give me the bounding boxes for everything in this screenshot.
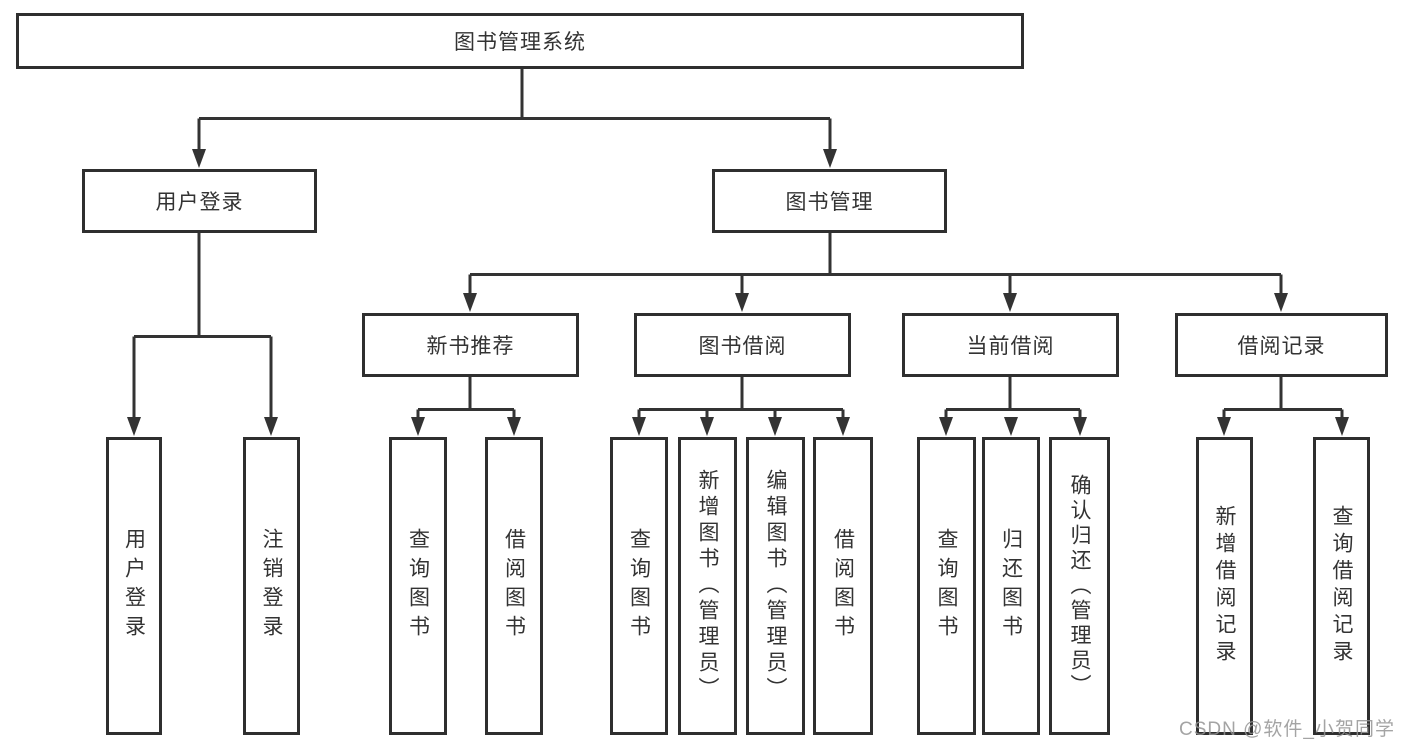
leaf-add-borrow-record: 新增借阅记录 [1196, 437, 1253, 735]
leaf-return-books: 归还图书 [982, 437, 1040, 735]
leaf-query-books-current: 查询图书 [917, 437, 976, 735]
leaf-add-books-admin: 新增图书（管理员） [678, 437, 737, 735]
leaf-query-borrow-record-label: 查询借阅记录 [1330, 505, 1353, 667]
leaf-edit-books-admin: 编辑图书（管理员） [746, 437, 805, 735]
leaf-add-borrow-record-label: 新增借阅记录 [1213, 505, 1236, 667]
leaf-logout-label: 注销登录 [260, 528, 283, 644]
leaf-add-books-admin-label: 新增图书（管理员） [696, 469, 719, 703]
leaf-borrow-books-recommend-label: 借阅图书 [502, 528, 526, 644]
node-new-book-recommend: 新书推荐 [362, 313, 579, 377]
leaf-logout: 注销登录 [243, 437, 300, 735]
leaf-user-login-label: 用户登录 [122, 528, 146, 644]
leaf-confirm-return-admin-label: 确认归还（管理员） [1068, 473, 1091, 699]
node-current-borrow: 当前借阅 [902, 313, 1119, 377]
leaf-query-books-borrow-label: 查询图书 [627, 528, 651, 644]
leaf-query-books-recommend: 查询图书 [389, 437, 447, 735]
node-book-management: 图书管理 [712, 169, 947, 233]
node-new-book-recommend-label: 新书推荐 [426, 335, 515, 358]
leaf-query-books-borrow: 查询图书 [610, 437, 668, 735]
leaf-borrow-books: 借阅图书 [813, 437, 873, 735]
leaf-query-books-current-label: 查询图书 [935, 528, 958, 644]
node-book-management-label: 图书管理 [785, 191, 874, 214]
node-user-login-label: 用户登录 [155, 191, 244, 214]
node-borrow-records-label: 借阅记录 [1237, 335, 1326, 358]
leaf-borrow-books-label: 借阅图书 [831, 528, 855, 644]
node-root-system: 图书管理系统 [16, 13, 1024, 69]
node-current-borrow-label: 当前借阅 [966, 335, 1055, 358]
node-user-login: 用户登录 [82, 169, 317, 233]
arrow-book-mgmt [823, 149, 837, 168]
arrow-user-login [192, 149, 206, 168]
leaf-return-books-label: 归还图书 [999, 528, 1023, 644]
node-borrow-records: 借阅记录 [1175, 313, 1388, 377]
node-book-borrow-label: 图书借阅 [698, 335, 787, 358]
leaf-user-login: 用户登录 [106, 437, 162, 735]
leaf-query-books-recommend-label: 查询图书 [406, 528, 430, 644]
node-book-borrow: 图书借阅 [634, 313, 851, 377]
leaf-query-borrow-record: 查询借阅记录 [1313, 437, 1370, 735]
leaf-edit-books-admin-label: 编辑图书（管理员） [764, 469, 787, 703]
leaf-confirm-return-admin: 确认归还（管理员） [1049, 437, 1110, 735]
node-root-system-label: 图书管理系统 [454, 31, 586, 54]
leaf-borrow-books-recommend: 借阅图书 [485, 437, 543, 735]
csdn-watermark: CSDN @软件_小贺同学 [1179, 719, 1395, 740]
